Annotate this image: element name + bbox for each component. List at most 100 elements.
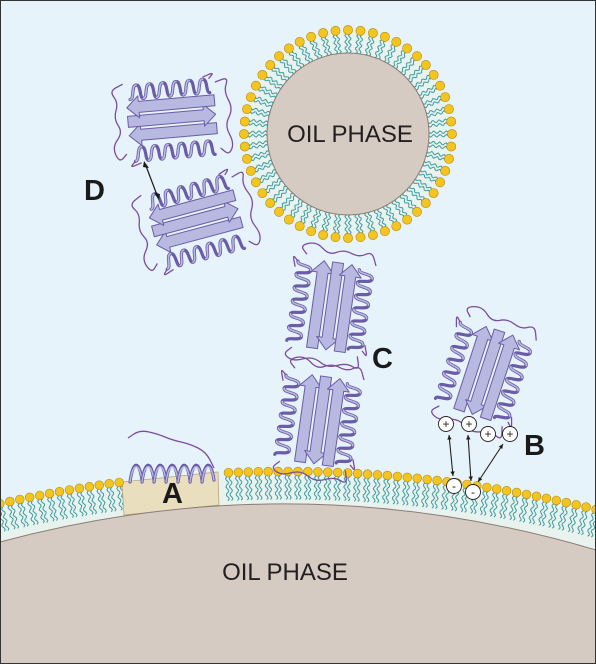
alpha-helix-highlight [340,422,356,434]
alpha-helix-highlight [295,273,310,285]
beta-strand [479,334,521,421]
lipid-head [482,482,492,493]
lipid-tail [248,122,268,128]
lipid-tail [47,497,55,522]
lipid-head [239,129,249,139]
alpha-helix-highlight [201,466,215,483]
random-coil [202,72,213,80]
random-coil [361,345,368,357]
lipid-head [379,31,390,42]
lipid-tail [310,208,318,228]
lipid-tail [37,499,45,524]
interaction-arrow [467,434,472,482]
lipid-tail [260,172,278,184]
alpha-helix-highlight [201,140,209,157]
lipid-tail [413,74,430,88]
lipid-head [294,221,305,231]
lipid-head [343,468,353,478]
lipid-tail [426,151,446,157]
beta-strand [126,94,216,119]
lipid-tail [251,153,271,162]
lipid-tail [289,199,301,216]
lipid-head [362,469,373,479]
beta-strand [127,103,217,128]
lipid-head [432,475,442,486]
lipid-tail [479,490,486,516]
lipid-head [233,467,244,477]
random-coil [231,171,261,246]
alpha-helix-highlight [356,282,372,293]
random-coil [214,78,234,154]
lipid-head [294,37,305,47]
lipid-tail [333,476,338,501]
lipid-head [243,467,254,477]
lipid-head [114,477,124,488]
lipid-tail [424,98,443,109]
lipid-head [402,472,412,482]
lipid-tail [247,133,268,138]
lipid-head [283,214,294,225]
positive-charge-sign: + [506,427,513,441]
alpha-helix-highlight [291,299,307,311]
lipid-tail [280,192,293,209]
random-coil [284,346,360,369]
arrow-head [478,477,483,482]
alpha-helix-highlight [455,334,468,348]
lipid-head [265,198,276,208]
lipid-head [323,467,333,477]
lipid-tail [411,481,417,507]
lipid-tail [557,505,565,530]
alpha-helix-highlight [201,179,207,197]
alpha-helix-highlight [285,374,300,386]
alpha-helix-highlight [501,391,515,405]
lipid-tail [109,487,117,512]
lipid-tail [303,475,308,500]
beta-strand [321,378,350,468]
lipid-tail [366,477,371,503]
protein-c-upper [284,242,377,369]
lipid-tail [324,36,332,56]
lipid-tail [344,33,349,54]
lipid-tail [493,492,499,518]
lipid-head [104,479,114,489]
lipid-tail [17,503,26,528]
alpha-helix-highlight [342,409,358,421]
lipid-head [257,70,268,80]
lipid-head [428,70,439,80]
lipid-head [440,92,451,102]
alpha-helix-highlight [344,396,360,407]
lipid-tail [430,483,436,509]
lipid-tail [282,195,296,211]
lipid-tail [20,502,29,527]
label-d: D [84,175,105,207]
lipid-head [343,25,353,35]
alpha-helix-highlight [188,182,195,200]
lipid-head [511,487,522,498]
lipid-tail [70,493,78,518]
lipid-tail [420,88,438,99]
lipid-tail [368,36,375,57]
lipid-tail [254,163,274,173]
lipid-tail [287,475,292,500]
surface-lipid-heads [0,466,596,515]
droplet-lipid-tails [247,33,449,235]
lipid-tail [386,204,398,222]
lipid-tail [279,60,294,75]
alpha-helix-highlight [155,81,164,99]
alpha-helix-highlight [518,340,532,354]
lipid-tail [375,478,381,504]
lipid-tail [362,477,367,503]
alpha-helix-highlight [281,400,296,412]
lipid-head [447,129,457,139]
lipid-tail [577,510,584,535]
lipid-tail [60,495,68,520]
lipid-head [420,60,431,70]
lipid-tail [259,85,278,95]
lipid-tail [364,212,372,232]
lipid-head [412,473,422,483]
random-coil [127,430,215,469]
lipid-head [541,493,552,503]
lipid-tail [325,212,331,232]
lipid-tail [294,475,298,500]
lipid-head [250,177,261,188]
